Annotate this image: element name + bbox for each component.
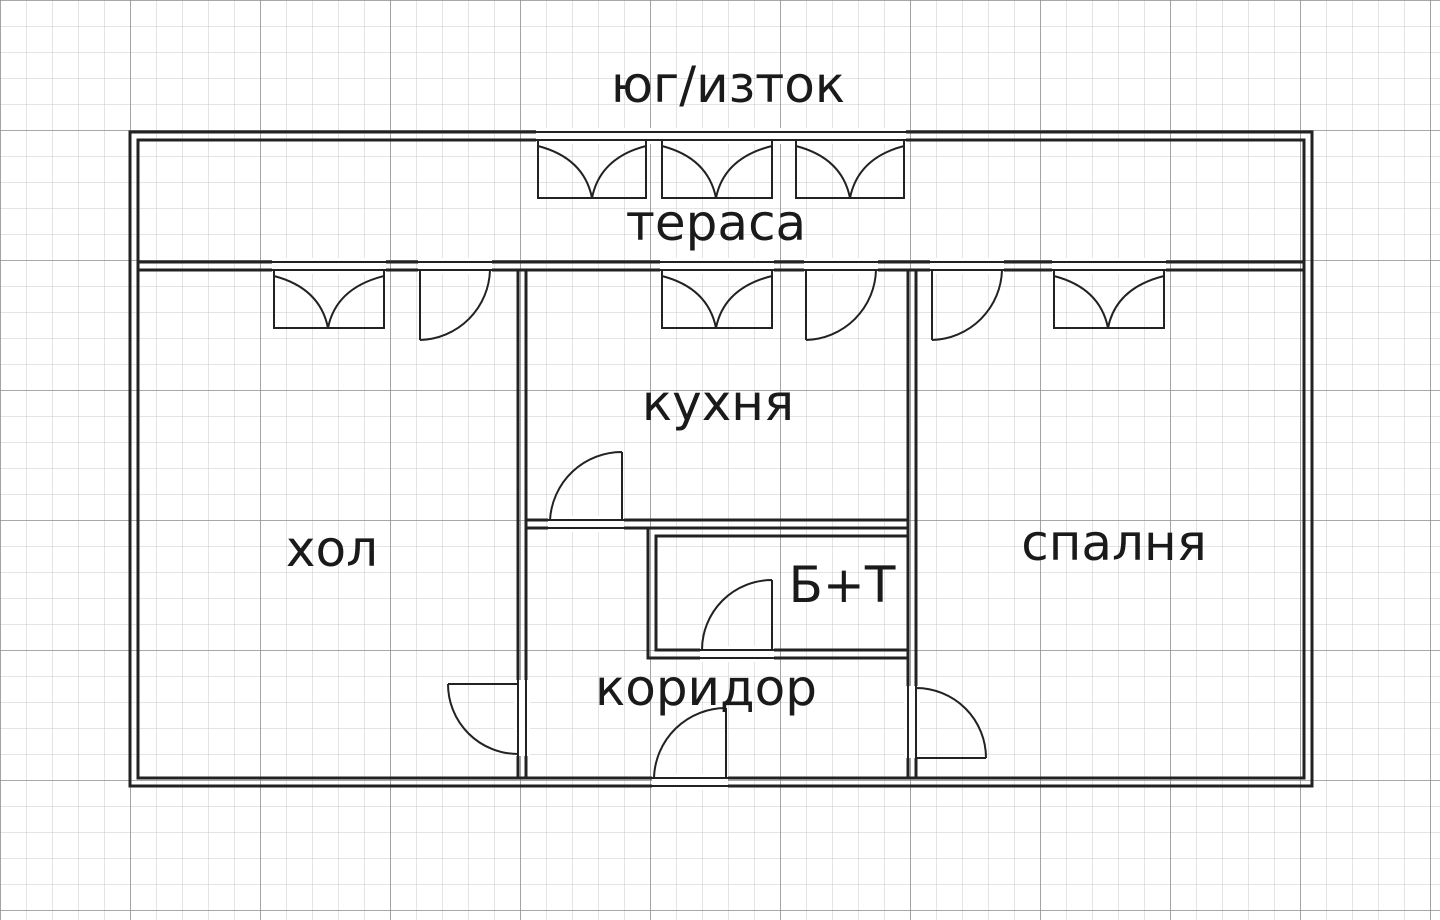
bedroom-single-door [931,269,1003,341]
bathroom-door [701,579,773,651]
kitchen-interior-door [549,450,623,521]
living-double-door [273,270,385,329]
room-label-living: хол [286,520,378,578]
room-label-terrace: тераса [626,194,806,252]
labels: юг/изток тераса кухня хол спалня Б+Т кор… [286,56,1207,717]
doors [273,140,1165,779]
terrace-double-door-3 [795,140,905,199]
bedroom-double-door [1053,270,1165,329]
entrance-door [653,707,727,779]
room-label-corridor: коридор [595,659,817,717]
bedroom-corridor-door [915,687,987,759]
kitchen-double-door [661,270,773,329]
door-frames [272,131,1166,787]
room-label-bathroom: Б+Т [789,556,896,614]
orientation-label: юг/изток [611,56,845,114]
terrace-double-door-1 [537,140,647,199]
living-corridor-door [447,683,519,755]
bathroom-wall-inner [654,534,910,652]
terrace-double-door-2 [661,140,773,199]
room-label-kitchen: кухня [642,374,794,432]
room-label-bedroom: спалня [1021,514,1207,572]
living-single-door [419,269,491,341]
kitchen-single-door [805,269,877,341]
